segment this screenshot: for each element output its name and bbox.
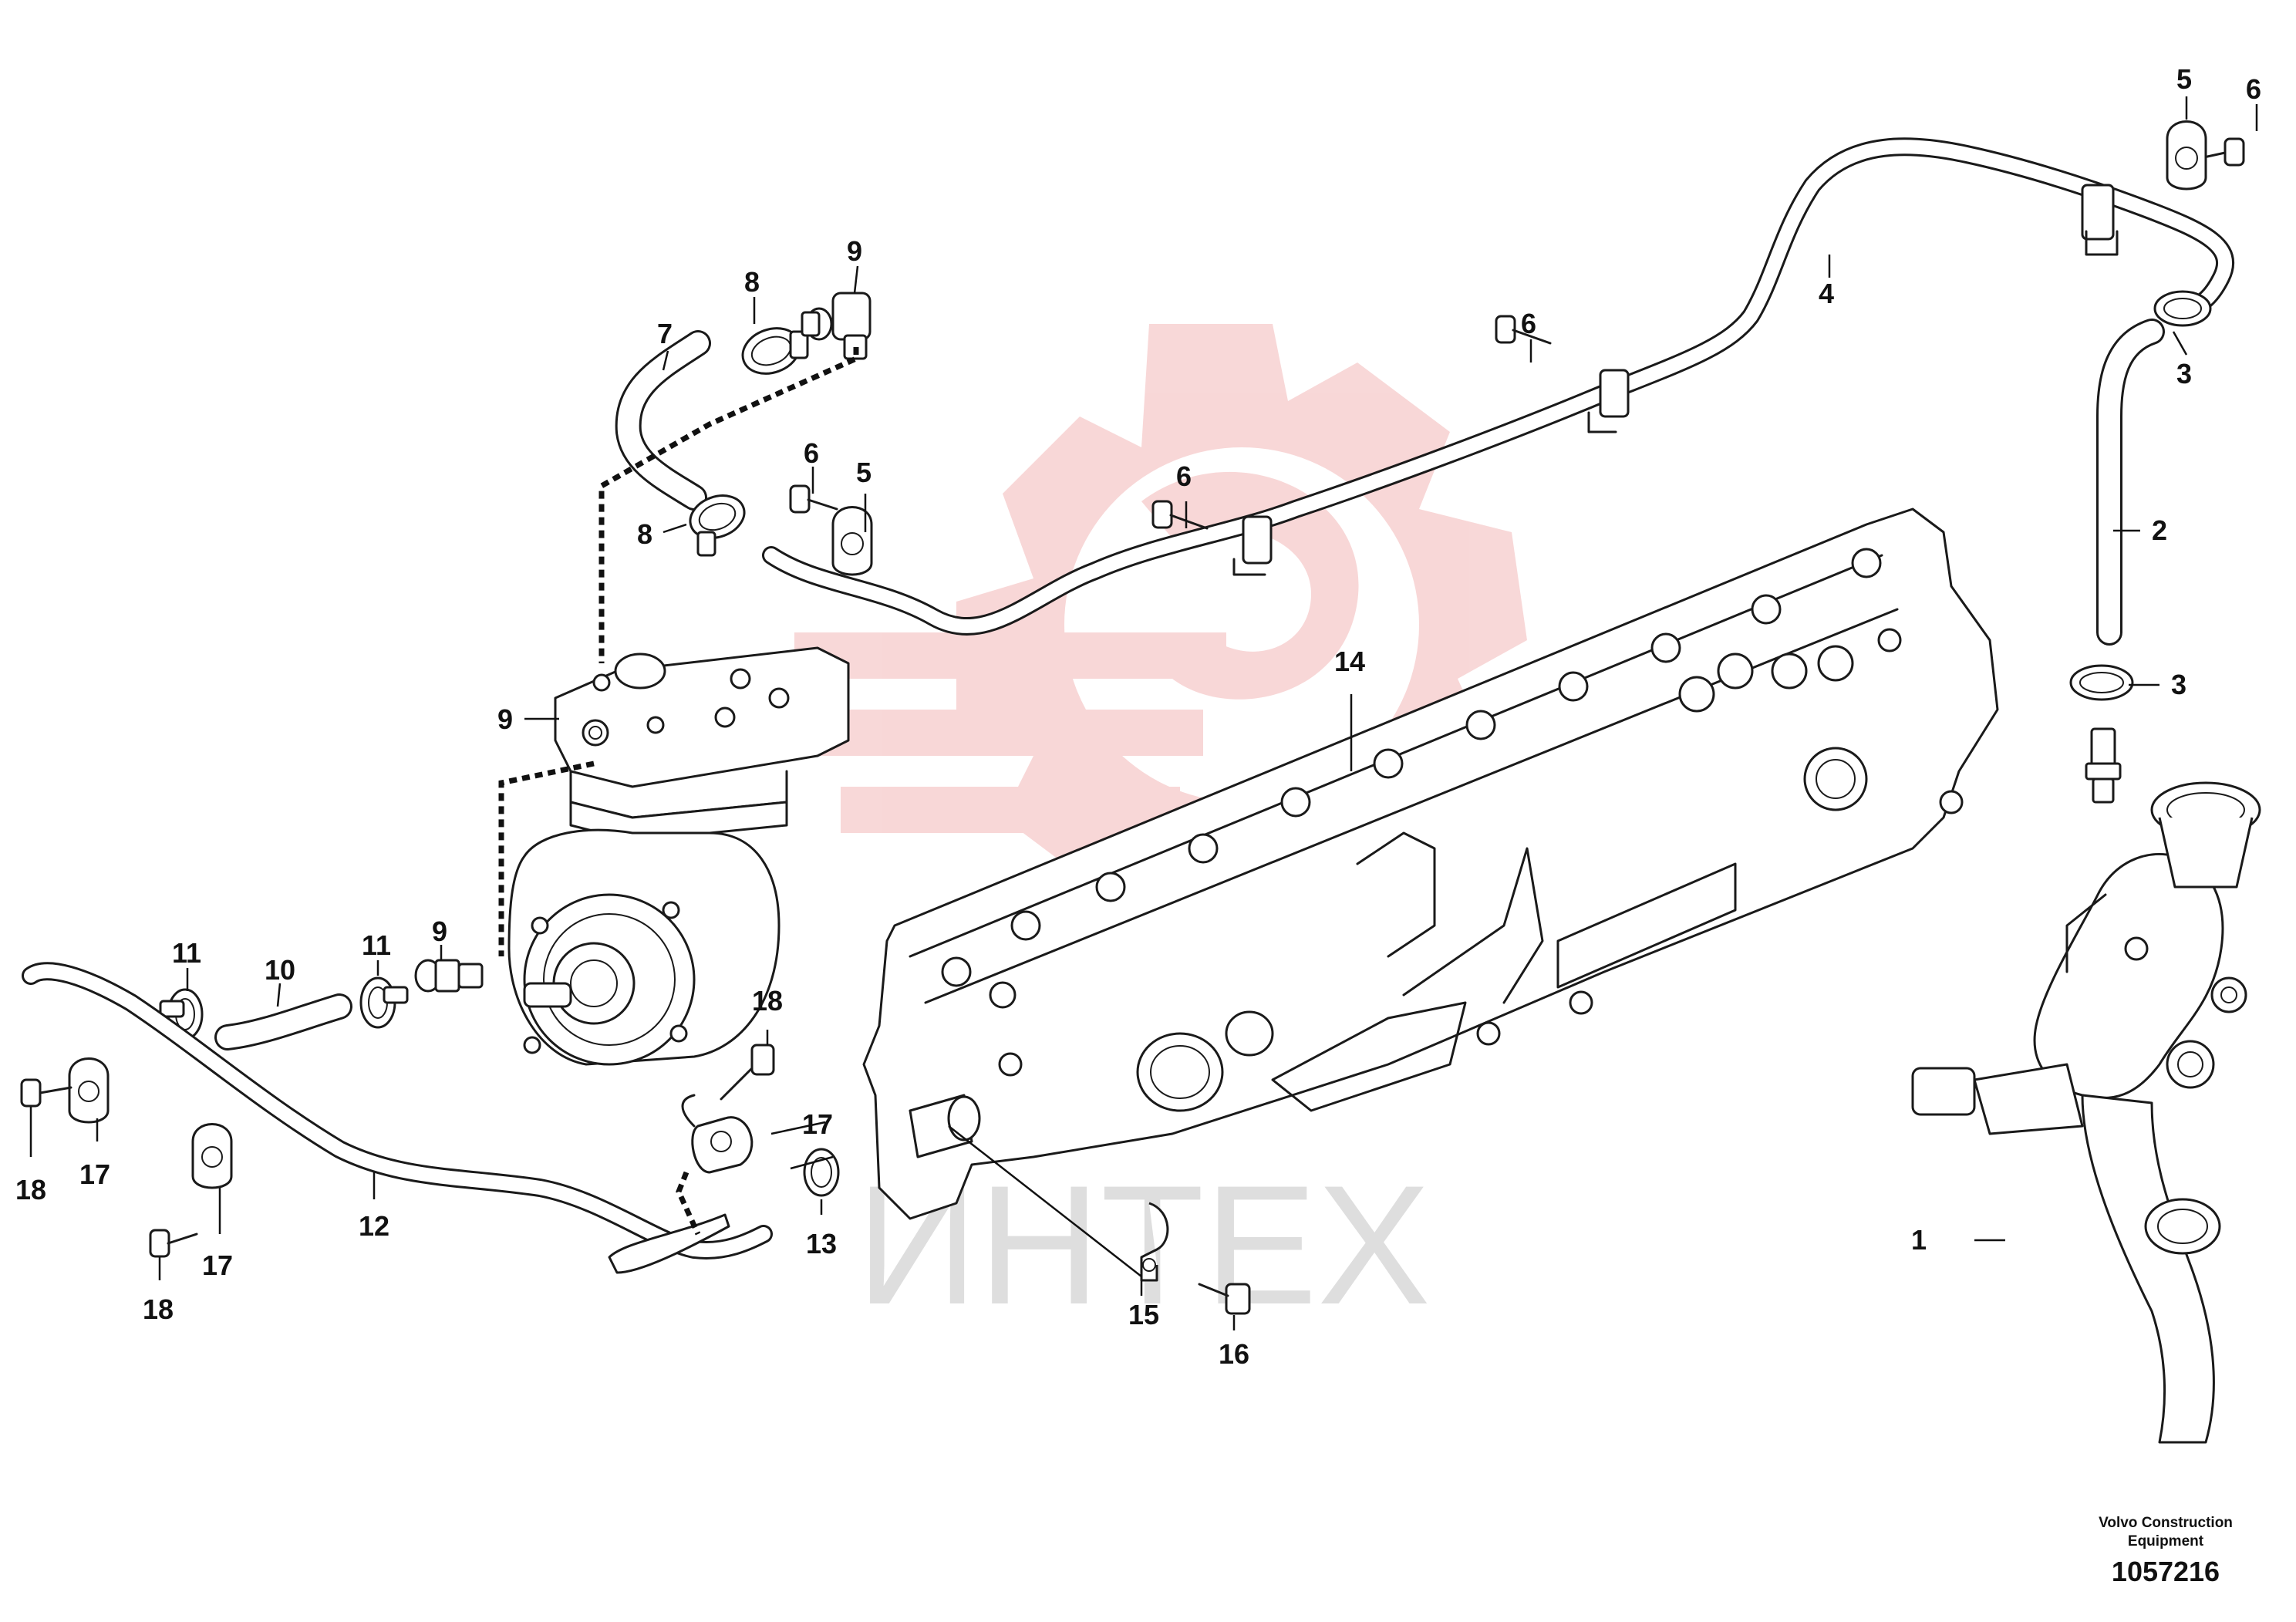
credit-line-1: Volvo Construction xyxy=(2099,1515,2233,1531)
hose-2 xyxy=(2096,319,2165,646)
clip-5-top xyxy=(2166,120,2207,191)
callout-1: 1 xyxy=(1911,1224,1927,1256)
callout-18-left: 18 xyxy=(15,1174,46,1206)
dashed-link-top xyxy=(598,347,859,663)
bracket-15 xyxy=(1140,1202,1169,1282)
callout-5-mid: 5 xyxy=(856,457,872,488)
callout-17-center: 17 xyxy=(802,1108,833,1140)
pipe-4 xyxy=(762,137,2234,636)
elbow-fitting-9 xyxy=(801,292,872,360)
hose-clamp-3-bottom xyxy=(2069,664,2134,701)
callout-12: 12 xyxy=(359,1210,389,1242)
clip-17-left-upper xyxy=(68,1057,110,1124)
cooler-housing-14 xyxy=(862,508,1999,1220)
housing-ports xyxy=(989,831,1737,1112)
hose-10 xyxy=(214,993,352,1050)
callout-13: 13 xyxy=(806,1228,837,1259)
callout-labels: 1 2 3 3 4 5 5 6 6 6 6 7 8 8 9 9 9 10 11 … xyxy=(15,63,2261,1370)
housing-bosses xyxy=(941,548,1964,987)
callout-4: 4 xyxy=(1819,278,1834,309)
tube-12 xyxy=(22,962,773,1274)
bolt-16 xyxy=(1198,1283,1251,1315)
callout-6-top-right: 6 xyxy=(2246,73,2261,105)
bolt-6-low xyxy=(1151,500,1209,530)
bolt-6-left xyxy=(789,484,838,514)
pipe-clip-mid xyxy=(1587,369,1630,433)
callout-18-center: 18 xyxy=(752,985,783,1017)
pipe-clip-low xyxy=(1232,515,1273,576)
hose-clamp-11-right xyxy=(359,976,409,1029)
clip-17-left-lower xyxy=(191,1123,233,1189)
callout-8-bottom: 8 xyxy=(637,518,652,550)
hose-clamp-8-bottom xyxy=(689,494,746,557)
document-number: 1057216 xyxy=(2112,1556,2220,1587)
callout-2: 2 xyxy=(2152,514,2167,546)
callout-9-mid: 9 xyxy=(497,703,513,735)
hose-clamp-3-top xyxy=(2153,290,2212,327)
callout-6-low: 6 xyxy=(1176,460,1192,492)
bolt-18-left-lower xyxy=(149,1229,198,1258)
callout-17-left: 17 xyxy=(79,1158,110,1190)
hose-clamp-11-left xyxy=(159,988,204,1040)
callout-15: 15 xyxy=(1128,1299,1159,1330)
credit-line-2: Equipment xyxy=(2128,1533,2204,1549)
callout-16: 16 xyxy=(1219,1338,1249,1370)
leader-lines xyxy=(29,96,2258,1330)
dashed-link-center xyxy=(676,1171,701,1236)
callout-3-top: 3 xyxy=(2176,358,2192,389)
bolt-6-mid xyxy=(1495,315,1552,345)
pipe-clip-upper xyxy=(2081,184,2119,256)
callout-9-left: 9 xyxy=(432,916,447,947)
callout-8-top: 8 xyxy=(744,266,760,298)
o-ring-13 xyxy=(803,1148,840,1197)
callout-17-lower: 17 xyxy=(202,1249,233,1281)
watermark-bar-1 xyxy=(794,632,1226,679)
hose-7 xyxy=(615,330,711,511)
callout-11-right: 11 xyxy=(362,929,391,961)
watermark-bar-2 xyxy=(818,710,1203,756)
watermark-bar-3 xyxy=(841,787,1180,833)
callout-14: 14 xyxy=(1334,646,1365,677)
callout-3-bottom: 3 xyxy=(2171,669,2186,700)
clip-17-center xyxy=(681,1094,754,1174)
fitting-9-left xyxy=(414,959,484,993)
callout-9-top: 9 xyxy=(847,235,862,267)
compressor xyxy=(507,646,850,1066)
clip-5-mid xyxy=(831,506,873,576)
thermostat-housing-1 xyxy=(1911,781,2261,1444)
callout-10: 10 xyxy=(265,954,295,986)
callout-11-left: 11 xyxy=(172,937,201,969)
callout-18-lower: 18 xyxy=(143,1293,174,1325)
bolt-18-center xyxy=(720,1044,775,1101)
hose-clamp-8-top xyxy=(741,327,809,375)
nipple-fitting xyxy=(2085,727,2122,804)
callout-6-left: 6 xyxy=(804,437,819,469)
callout-7: 7 xyxy=(657,318,673,349)
callout-6-mid: 6 xyxy=(1521,308,1536,339)
bolt-18-left-upper xyxy=(20,1078,72,1108)
dashed-link-left xyxy=(498,760,595,956)
housing-outlet xyxy=(909,1094,981,1158)
callout-5-top: 5 xyxy=(2176,63,2192,95)
